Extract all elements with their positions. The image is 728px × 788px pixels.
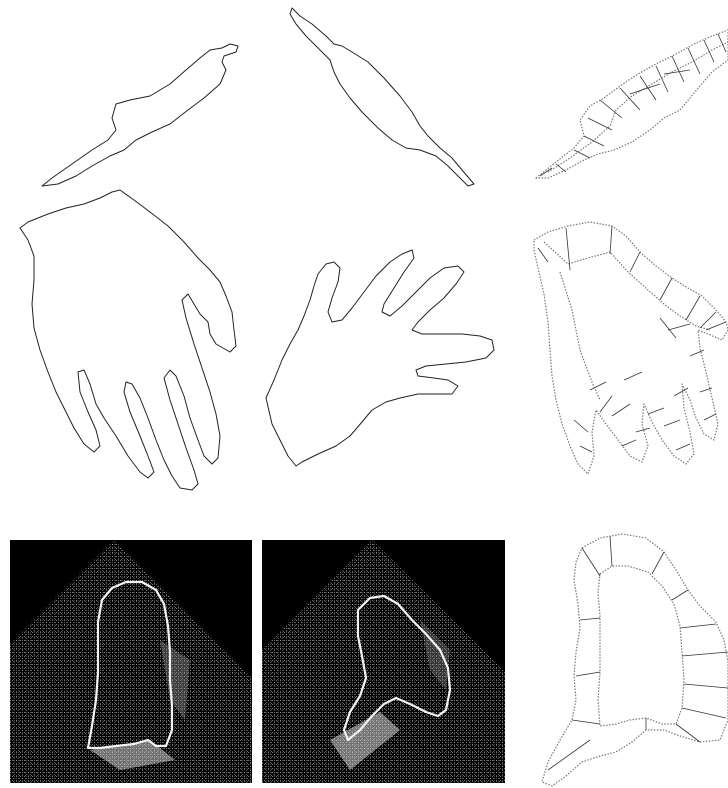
- hand-shape-b: [266, 250, 494, 466]
- bone-shape-a: [42, 44, 238, 186]
- hand-correspondence: [534, 222, 728, 474]
- heart-correspondence: [542, 534, 728, 786]
- bone-shape-b: [290, 8, 474, 186]
- bone-correspondence: [536, 30, 728, 178]
- ultrasound-panel-a: [10, 540, 252, 783]
- ultrasound-panel-b: [262, 540, 505, 783]
- hand-shape-a: [20, 190, 236, 490]
